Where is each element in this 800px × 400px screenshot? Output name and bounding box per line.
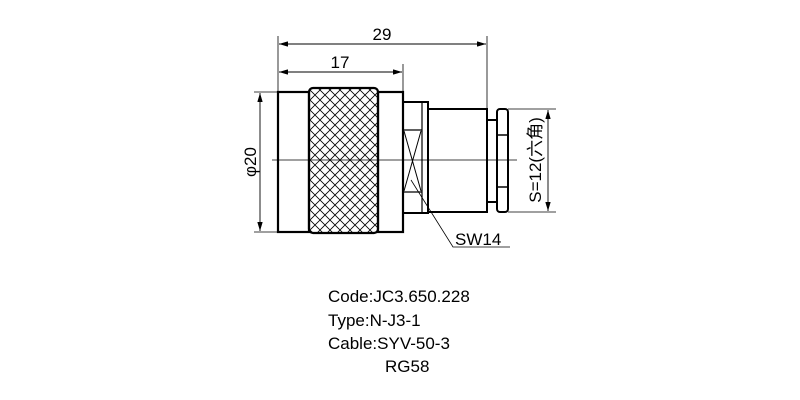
dim-17-label: 17 [331,53,350,72]
spec-cable-alt: RG58 [385,357,430,376]
hex-nut [496,108,509,213]
spec-type: Type:N-J3-1 [328,311,421,330]
dim-hex-label: S=12(六角) [526,117,545,203]
coupling-nut-rear [376,90,405,234]
spec-cable: Cable:SYV-50-3 [328,334,450,353]
wrench-flats [402,101,429,214]
cable-body [427,108,488,213]
flange [486,119,498,203]
sw14-leader [410,179,510,248]
spec-code: Code:JC3.650.228 [328,287,470,306]
dim-diameter-label: φ20 [241,147,260,177]
sw14-label: SW14 [455,230,501,249]
coupling-nut-front [276,90,311,234]
dim-29-label: 29 [373,25,392,44]
knurled-sleeve [307,86,380,235]
